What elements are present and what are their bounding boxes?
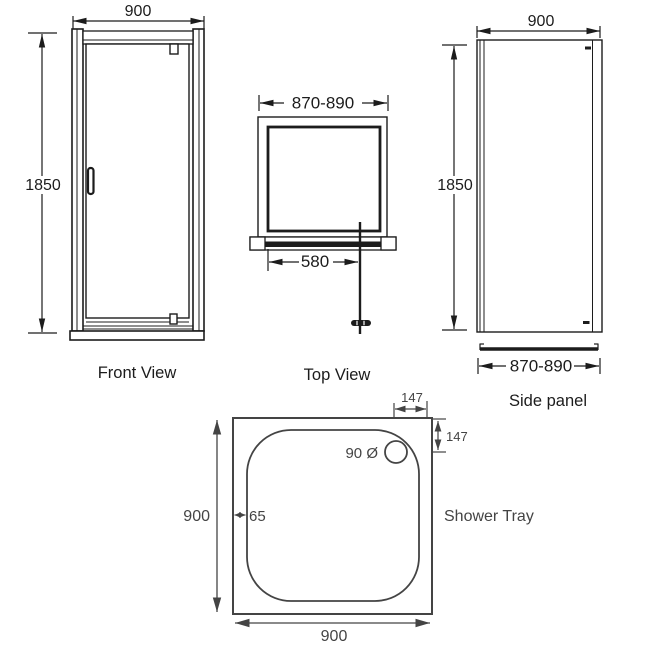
front-width-dimension: 900 bbox=[72, 3, 205, 29]
top-width-dimension: 870-890 bbox=[258, 94, 389, 113]
drain-diameter-value: 90 Ø bbox=[345, 445, 378, 462]
side-panel-view: 900 1850 870-89 bbox=[437, 13, 603, 410]
drain-waste bbox=[384, 440, 408, 464]
side-width-dimension: 900 bbox=[476, 13, 601, 38]
track-seal bbox=[265, 241, 381, 247]
top-door-value: 580 bbox=[301, 252, 329, 271]
fixing-clip-bottom bbox=[583, 321, 590, 324]
drain-offset-right-value: 147 bbox=[401, 390, 423, 405]
side-panel-body bbox=[476, 39, 603, 333]
tray-width-value: 900 bbox=[321, 628, 348, 645]
glass-outline bbox=[266, 125, 382, 233]
side-width-value: 900 bbox=[528, 13, 555, 30]
top-enclosure bbox=[249, 116, 397, 334]
tray-rim-value: 65 bbox=[249, 508, 266, 525]
track-end-cap-left bbox=[249, 236, 266, 251]
side-bottom-profile bbox=[479, 343, 599, 351]
front-height-value: 1850 bbox=[25, 177, 61, 194]
shower-tray-label: Shower Tray bbox=[444, 508, 534, 525]
drain-offset-top-value: 147 bbox=[446, 429, 468, 444]
front-view: 900 1850 Front View bbox=[25, 3, 205, 382]
side-depth-value: 870-890 bbox=[510, 357, 572, 376]
front-frame bbox=[69, 28, 205, 341]
frame-top-bar bbox=[82, 30, 194, 45]
tray-depth-value: 900 bbox=[183, 508, 210, 525]
pivot-bracket-bottom bbox=[169, 313, 178, 325]
door-glass-panel bbox=[85, 43, 190, 319]
front-width-value: 900 bbox=[125, 3, 152, 20]
fixing-clip-top bbox=[585, 46, 591, 50]
panel-outline bbox=[476, 39, 603, 333]
drain-offset-right-dimension: 147 bbox=[393, 390, 428, 417]
top-view: 870-890 580 Top View bbox=[249, 94, 397, 384]
base-tray-profile bbox=[69, 330, 205, 341]
side-height-dimension: 1850 bbox=[437, 44, 473, 331]
tray-body: 90 Ø bbox=[232, 417, 433, 615]
side-height-value: 1850 bbox=[437, 177, 473, 194]
open-door-handle bbox=[351, 320, 371, 326]
front-height-dimension: 1850 bbox=[25, 32, 61, 334]
tray-inner-surface bbox=[246, 429, 420, 602]
enclosure-outline bbox=[257, 116, 388, 238]
tray-rim-dimension: 65 bbox=[234, 508, 266, 525]
pivot-bracket-top bbox=[169, 43, 179, 55]
track-end-cap-right bbox=[380, 236, 397, 251]
door-handle bbox=[86, 166, 95, 196]
front-view-label: Front View bbox=[98, 364, 177, 382]
top-width-value: 870-890 bbox=[292, 94, 354, 113]
side-depth-dimension: 870-890 bbox=[477, 357, 601, 376]
tray-width-dimension: 900 bbox=[235, 618, 430, 645]
side-panel-label: Side panel bbox=[509, 392, 587, 410]
tray-depth-dimension: 900 bbox=[183, 420, 222, 612]
top-view-label: Top View bbox=[304, 366, 371, 384]
drain-offset-top-dimension: 147 bbox=[431, 418, 468, 453]
shower-tray-view: 90 Ø 147 147 65 900 900 Shower Tray bbox=[183, 390, 534, 645]
top-door-dimension: 580 bbox=[267, 249, 358, 271]
